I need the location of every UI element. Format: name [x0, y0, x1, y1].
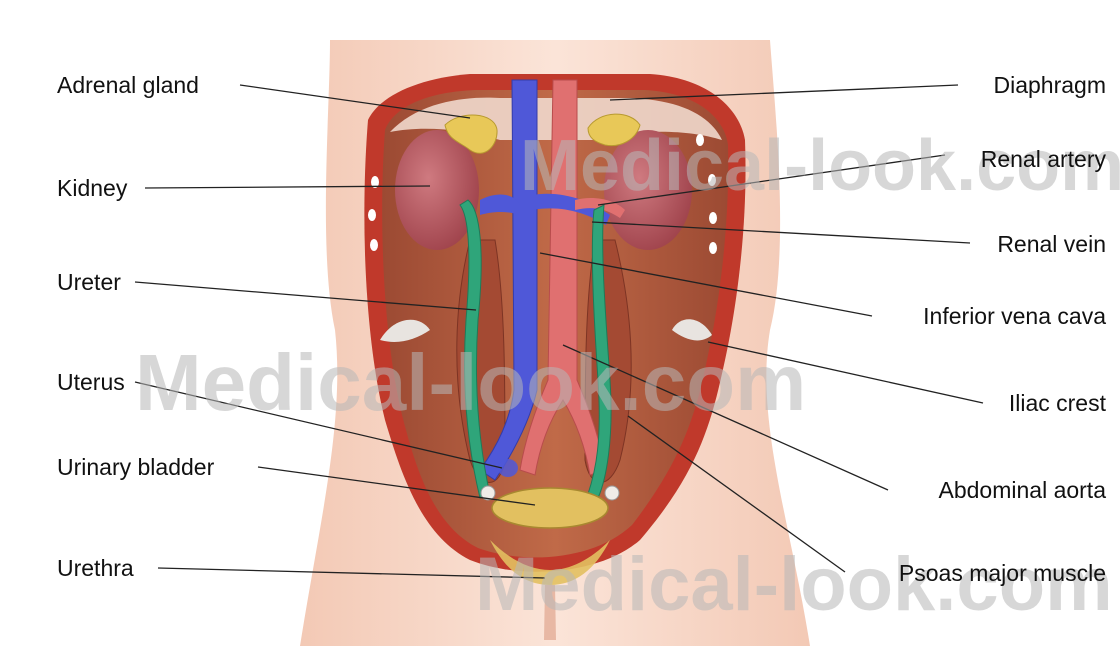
label-ureter: Ureter — [57, 269, 121, 295]
label-diaphragm: Diaphragm — [994, 72, 1107, 98]
urinary-bladder — [492, 488, 608, 528]
label-inferior-vena-cava: Inferior vena cava — [923, 303, 1106, 329]
watermark-middle: Medical-look.com — [135, 338, 806, 427]
label-renal-vein: Renal vein — [997, 231, 1106, 257]
label-uterus: Uterus — [57, 369, 125, 395]
label-abdominal-aorta: Abdominal aorta — [939, 477, 1107, 503]
label-urethra: Urethra — [57, 555, 134, 581]
label-kidney: Kidney — [57, 175, 127, 201]
label-urinary-bladder: Urinary bladder — [57, 454, 214, 480]
label-psoas-major-muscle: Psoas major muscle — [899, 560, 1106, 586]
label-iliac-crest: Iliac crest — [1009, 390, 1106, 416]
label-renal-artery: Renal artery — [981, 146, 1106, 172]
label-adrenal-gland: Adrenal gland — [57, 72, 199, 98]
